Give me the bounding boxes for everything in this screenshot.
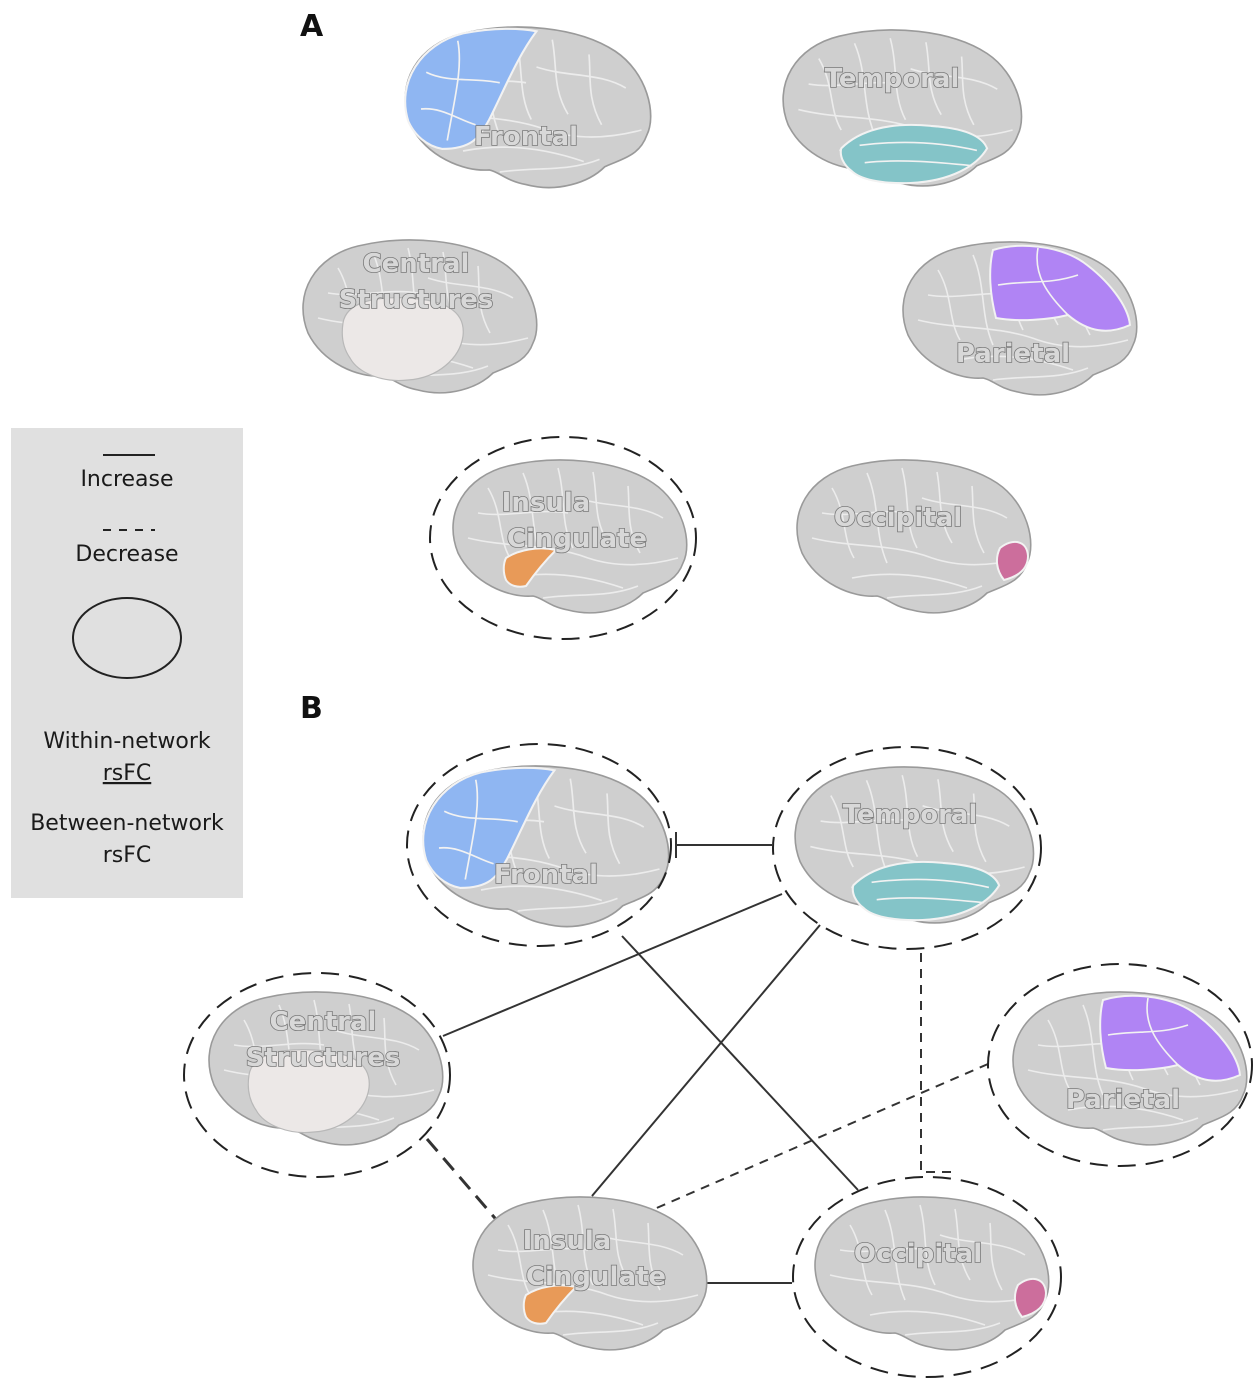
- within-network-ellipse-occipital-b: [792, 1176, 1062, 1378]
- edge-frontal-occipital: [621, 935, 859, 1191]
- insula-lobe: [502, 547, 558, 588]
- label-insula-b-line2: Cingulate: [526, 1262, 666, 1292]
- within-network-ellipse-insula-a: [429, 436, 697, 640]
- central-lobe: [341, 297, 464, 382]
- legend-ellipse: [72, 597, 182, 679]
- brain-central-b: [208, 991, 444, 1146]
- label-central-b-line2: Structures: [246, 1043, 401, 1073]
- label-insula-a-line2: Cingulate: [507, 524, 647, 554]
- legend-box: [11, 428, 243, 898]
- within-network-ellipse-temporal-b: [772, 746, 1042, 950]
- frontal-lobe: [404, 27, 539, 150]
- label-central-a-line2: Structures: [339, 285, 494, 315]
- label-central-b-line1: Central: [270, 1007, 377, 1037]
- parietal-lobe: [989, 244, 1132, 332]
- label-parietal-a: Parietal: [956, 339, 1070, 369]
- label-central-a-line1: Central: [363, 249, 470, 279]
- within-network-ellipse-parietal-b: [987, 963, 1253, 1167]
- brain-frontal-b: [422, 765, 670, 928]
- legend-within-line1: Within-network: [43, 729, 211, 754]
- legend-increase-label: Increase: [80, 467, 173, 492]
- brain-insula-b: [472, 1196, 708, 1351]
- edge-parietal-insula: [651, 1063, 989, 1211]
- brain-temporal-a: [782, 29, 1023, 187]
- insula-lobe: [522, 1284, 578, 1325]
- between-network-connections: [425, 832, 989, 1284]
- parietal-lobe: [1099, 994, 1242, 1082]
- edge-central-insula: [425, 1138, 502, 1225]
- label-insula-b-line1: Insula: [523, 1226, 612, 1256]
- legend-decrease-label: Decrease: [75, 542, 178, 567]
- label-frontal-a: Frontal: [474, 122, 578, 152]
- frontal-lobe: [422, 766, 557, 889]
- legend-between-line2: rsFC: [103, 843, 152, 868]
- occipital-lobe: [1013, 1277, 1048, 1319]
- brain-frontal-a: [404, 26, 652, 189]
- occipital-lobe: [995, 540, 1030, 582]
- brain-temporal-b: [794, 766, 1035, 924]
- edge-temporal-insula: [591, 924, 821, 1197]
- brain-parietal-a: [902, 241, 1138, 396]
- central-lobe: [247, 1049, 370, 1134]
- legend-within-line2: rsFC: [103, 761, 152, 786]
- edge-temporal-occipital: [920, 953, 956, 1173]
- label-frontal-b: Frontal: [494, 860, 598, 890]
- panel-b-label: B: [300, 691, 323, 726]
- within-network-ellipse-central-b: [183, 972, 451, 1178]
- within-network-ellipse-frontal-b: [406, 743, 672, 947]
- label-parietal-b: Parietal: [1066, 1085, 1180, 1115]
- legend-between-line1: Between-network: [30, 811, 224, 836]
- edge-temporal-central: [442, 893, 783, 1037]
- label-insula-a-line1: Insula: [502, 488, 591, 518]
- brain-occipital-a: [796, 459, 1032, 614]
- brain-occipital-b: [814, 1196, 1050, 1351]
- brain-parietal-b: [1012, 991, 1248, 1146]
- brain-central-a: [302, 239, 538, 394]
- label-occipital-b: Occipital: [854, 1239, 982, 1269]
- panel-a-label: A: [300, 9, 324, 44]
- label-occipital-a: Occipital: [834, 503, 962, 533]
- label-temporal-b: Temporal: [843, 800, 978, 830]
- legend: Increase Decrease Within-network rsFC Be…: [11, 428, 243, 898]
- label-temporal-a: Temporal: [825, 64, 960, 94]
- brain-insula-a: [452, 459, 688, 614]
